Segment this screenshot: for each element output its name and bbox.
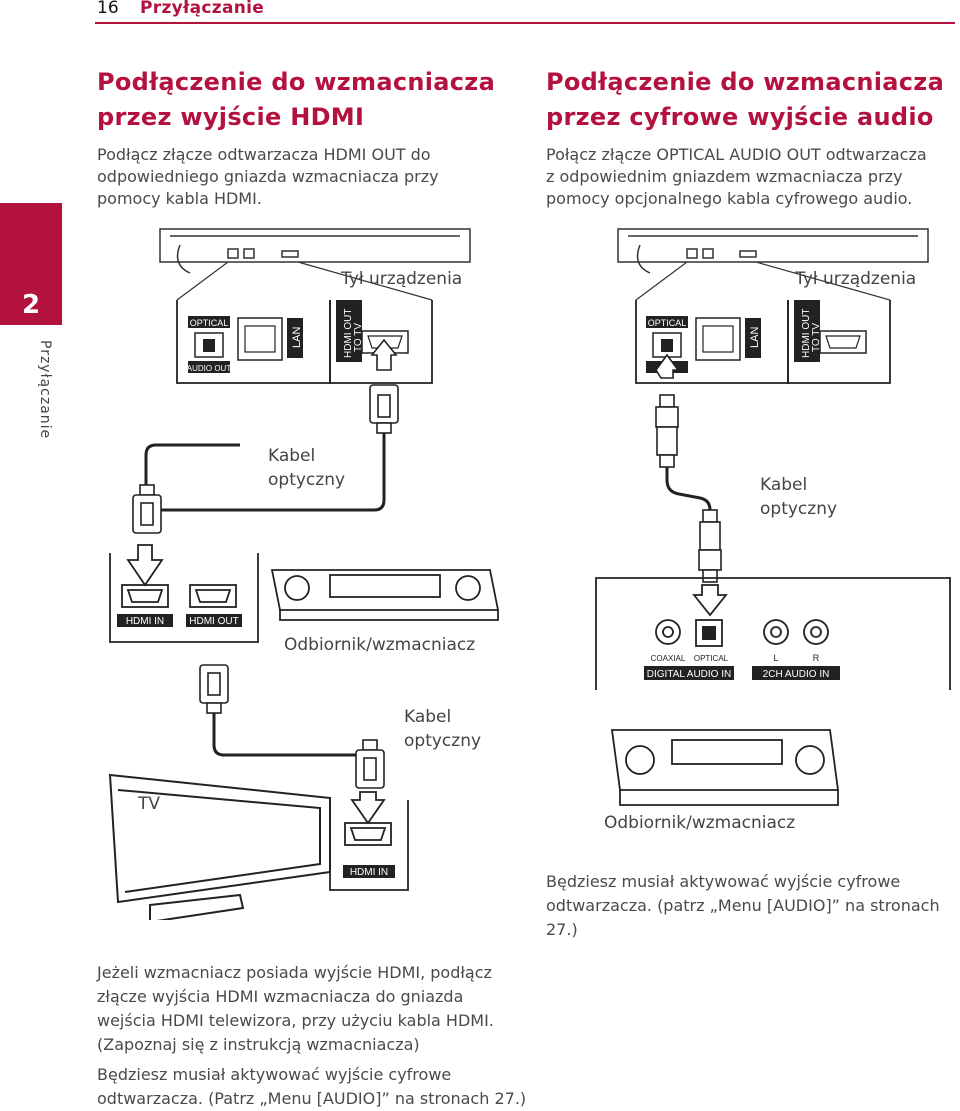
- player-rear-strip-right: [617, 228, 929, 274]
- tv-label: TV: [138, 794, 161, 814]
- page-number: 16: [97, 0, 119, 18]
- coaxial-label: COAXIAL: [651, 654, 686, 663]
- left-title-line2: przez wyjście HDMI: [97, 103, 365, 131]
- left-cable-label-1b: optyczny: [268, 470, 346, 490]
- chapter-tab: [0, 203, 62, 325]
- header-rule: [95, 22, 955, 24]
- 2ch-audio-in-label: 2CH AUDIO IN: [763, 669, 830, 680]
- left-note1-3: wejścia HDMI telewizora, przy użyciu kab…: [97, 1011, 494, 1030]
- hdmi-plug-receiver-out: [199, 664, 229, 714]
- right-cable-label-a: Kabel: [760, 475, 808, 495]
- left-desc-1: Podłącz złącze odtwarzacza HDMI OUT do: [97, 145, 431, 164]
- right-channel-label: R: [813, 653, 820, 663]
- hdmi-out-label-2: TO TV: [353, 323, 364, 352]
- hdmi-plug-top: [369, 338, 399, 434]
- audio-out-label: AUDIO OUT: [187, 364, 232, 373]
- hdmi-plug-tv: [355, 739, 385, 789]
- hdmi-out-label: HDMI OUT: [189, 616, 238, 627]
- left-note2-2: odtwarzacza. (Patrz „Menu [AUDIO]” na st…: [97, 1089, 527, 1108]
- left-cable-label-2b: optyczny: [404, 731, 482, 751]
- receiver-hdmi-panel: [109, 544, 259, 643]
- left-desc-2: odpowiedniego gniazda wzmacniacza przy: [97, 167, 439, 186]
- left-title-line1: Podłączenie do wzmacniacza: [97, 68, 496, 96]
- optical-cable: [665, 467, 712, 511]
- left-device-back-label: Tył urządzenia: [341, 269, 463, 289]
- svg-text:TO TV: TO TV: [811, 323, 822, 352]
- digital-audio-in-label: DIGITAL AUDIO IN: [647, 669, 731, 680]
- hdmi-cable-1: [144, 433, 386, 512]
- optical-label-right: OPTICAL: [648, 318, 687, 328]
- left-channel-label: L: [773, 653, 778, 663]
- right-device-back-label: Tył urządzenia: [795, 269, 917, 289]
- right-receiver-label: Odbiornik/wzmacniacz: [604, 813, 796, 833]
- lan-port: [237, 317, 283, 361]
- left-note1-1: Jeżeli wzmacniacz posiada wyjście HDMI, …: [97, 963, 492, 982]
- optical-plug-bottom: [698, 509, 722, 583]
- receiver-unit-right: [610, 729, 840, 806]
- hdmi-cable-2: [212, 713, 372, 757]
- hdmi-out-label-bg: [336, 300, 362, 362]
- hdmi-plug-bottom: [132, 484, 162, 534]
- right-title-line1: Podłączenie do wzmacniacza: [546, 68, 945, 96]
- optical-plug-top: [655, 353, 680, 468]
- hdmi-in-label: HDMI IN: [126, 616, 164, 627]
- left-cable-label-2a: Kabel: [404, 707, 452, 727]
- optical-in-label: OPTICAL: [694, 654, 729, 663]
- optical-label: OPTICAL: [190, 318, 229, 328]
- optical-jack: [194, 332, 224, 358]
- tv-hdmi-in-panel: [329, 791, 409, 891]
- left-note1-4: (Zapoznaj się z instrukcją wzmacniacza): [97, 1035, 420, 1054]
- left-desc-3: pomocy kabla HDMI.: [97, 189, 262, 208]
- chapter-label: Przyłączanie: [37, 340, 53, 440]
- player-rear-panel-zoom: [176, 300, 433, 384]
- left-note2-1: Będziesz musiał aktywować wyjście cyfrow…: [97, 1065, 452, 1084]
- lan-label-right: LAN: [749, 327, 761, 348]
- right-cable-label-b: optyczny: [760, 499, 838, 519]
- chapter-number: 2: [22, 290, 41, 320]
- tv-hdmi-in-label: HDMI IN: [350, 867, 388, 878]
- hdmi-out-label-1: HDMI OUT: [343, 309, 354, 358]
- right-title-line2: przez cyfrowe wyjście audio: [546, 103, 934, 131]
- left-cable-label-1a: Kabel: [268, 446, 316, 466]
- left-note1-2: złącze wyjścia HDMI wzmacniacza do gniaz…: [97, 987, 464, 1006]
- right-desc-2: z odpowiednim gniazdem wzmacniacza przy: [546, 167, 903, 186]
- lan-label: LAN: [291, 327, 303, 348]
- section-title: Przyłączanie: [140, 0, 265, 18]
- receiver-unit-left: [270, 569, 500, 621]
- left-receiver-label: Odbiornik/wzmacniacz: [284, 635, 476, 655]
- player-rear-strip: [159, 228, 471, 274]
- svg-text:HDMI OUT: HDMI OUT: [801, 309, 812, 358]
- hdmi-connection-diagram: OPTICAL AUDIO OUT LAN HDMI OUT TO TV HDM…: [108, 228, 500, 920]
- optical-label-bg: [188, 316, 230, 328]
- right-desc-1: Połącz złącze OPTICAL AUDIO OUT odtwarza…: [546, 145, 927, 164]
- right-note-1: Będziesz musiał aktywować wyjście cyfrow…: [546, 872, 901, 891]
- optical-connection-diagram: OPTICAL LAN HDMI OUT TO TV COAXIAL OPTIC…: [595, 228, 951, 806]
- right-desc-3: pomocy opcjonalnego kabla cyfrowego audi…: [546, 189, 913, 208]
- right-note-3: 27.): [546, 920, 578, 939]
- right-note-2: odtwarzacza. (patrz „Menu [AUDIO]” na st…: [546, 896, 940, 915]
- receiver-audio-panel: [595, 577, 951, 690]
- audio-out-label-bg: [188, 361, 230, 373]
